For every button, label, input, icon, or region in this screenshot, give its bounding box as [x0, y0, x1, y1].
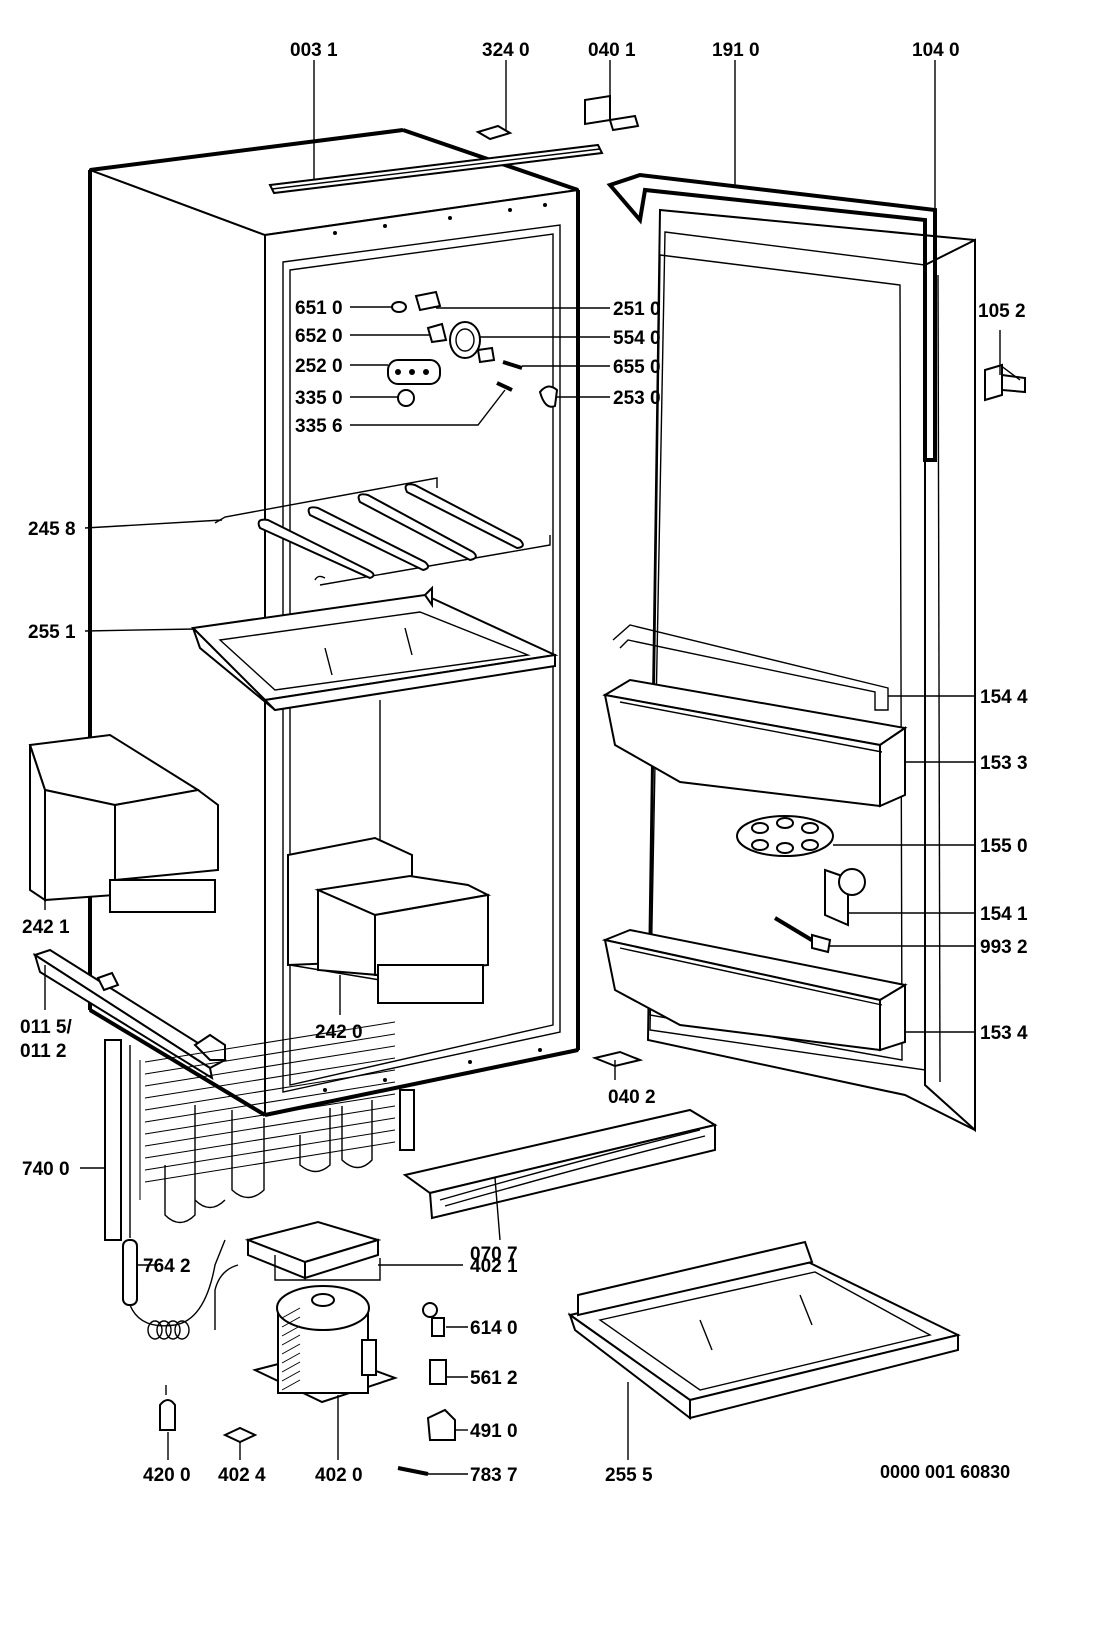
label-764-2: 764 2 — [143, 1256, 191, 1277]
condenser-fin — [144, 1093, 396, 1135]
condenser-fin — [144, 1033, 396, 1075]
glass-shelf-lower — [567, 1240, 961, 1421]
part-labels: 003 1 324 0 040 1 191 0 104 0 651 0 652 … — [20, 40, 1028, 1486]
label-252-0: 252 0 — [295, 356, 343, 377]
label-402-0: 402 0 — [315, 1465, 363, 1486]
compressor-hatch — [281, 1325, 301, 1337]
capillary-coil-loop — [165, 1320, 181, 1340]
top-rail-part — [268, 143, 604, 195]
label-155-0: 155 0 — [980, 836, 1028, 857]
leader-lines — [44, 60, 1021, 1475]
compressor-hatch — [281, 1307, 301, 1319]
label-255-1: 255 1 — [28, 622, 76, 643]
label-402-1: 402 1 — [470, 1256, 518, 1277]
crisper-drawer-left — [28, 733, 219, 913]
clip-part — [475, 124, 513, 141]
label-554-0: 554 0 — [613, 328, 661, 349]
label-251-0: 251 0 — [613, 299, 661, 320]
label-070-7: 070 7 — [470, 1244, 518, 1265]
label-242-1: 242 1 — [22, 917, 70, 938]
compressor-hatch — [281, 1334, 301, 1346]
label-652-0: 652 0 — [295, 326, 343, 347]
label-420-0: 420 0 — [143, 1465, 191, 1486]
condenser-fin — [144, 1021, 396, 1063]
condenser-grid — [104, 1021, 415, 1241]
capillary-dryer — [122, 1045, 226, 1340]
drawing-number: 0000 001 60830 — [880, 1462, 1010, 1482]
label-253-0: 253 0 — [613, 388, 661, 409]
door-assembly — [601, 172, 1026, 1133]
label-335-6: 335 6 — [295, 416, 343, 437]
condenser-fin — [144, 1117, 396, 1159]
label-104-0: 104 0 — [912, 40, 960, 61]
evaporator-coil — [214, 477, 551, 586]
label-655-0: 655 0 — [613, 357, 661, 378]
thermostat-controls — [387, 290, 559, 408]
label-614-0: 614 0 — [470, 1318, 518, 1339]
condenser-fin — [144, 1045, 396, 1087]
compressor-hatch — [281, 1370, 301, 1382]
label-003-1: 003 1 — [290, 40, 338, 61]
label-040-2: 040 2 — [608, 1087, 656, 1108]
compressor-hatch — [281, 1316, 301, 1328]
capillary-coil-loop — [147, 1320, 163, 1340]
compressor — [214, 1264, 399, 1404]
condenser-fin — [144, 1069, 396, 1111]
base-rail-part — [32, 948, 227, 1081]
capillary-coil-loop — [174, 1320, 190, 1340]
condenser-fin — [144, 1141, 396, 1183]
label-191-0: 191 0 — [712, 40, 760, 61]
crisper-drawer-inner — [287, 836, 492, 1004]
air-baffle — [402, 1108, 718, 1220]
condenser-fin — [144, 1129, 396, 1171]
loose-small-parts — [159, 1050, 644, 1476]
condenser-fin — [144, 1105, 396, 1147]
label-783-7: 783 7 — [470, 1465, 518, 1486]
label-491-0: 491 0 — [470, 1421, 518, 1442]
label-402-4: 402 4 — [218, 1465, 266, 1486]
egg-cup — [801, 822, 819, 834]
compressor-hatch — [281, 1379, 301, 1391]
condenser-fin — [144, 1057, 396, 1099]
label-011-5: 011 5/ — [20, 1017, 72, 1038]
egg-cup — [751, 839, 769, 851]
top-hinge-bracket — [584, 94, 640, 132]
compressor-hatch — [281, 1361, 301, 1373]
label-255-5: 255 5 — [605, 1465, 653, 1486]
label-324-0: 324 0 — [482, 40, 530, 61]
label-651-0: 651 0 — [295, 298, 343, 319]
label-040-1: 040 1 — [588, 40, 636, 61]
condenser-fin — [144, 1081, 396, 1123]
label-153-3: 153 3 — [980, 753, 1028, 774]
label-154-4: 154 4 — [980, 687, 1028, 708]
egg-cup — [776, 842, 794, 854]
label-154-1: 154 1 — [980, 904, 1028, 925]
label-105-2: 105 2 — [978, 301, 1026, 322]
egg-cup — [776, 817, 794, 829]
label-561-2: 561 2 — [470, 1368, 518, 1389]
compressor-hatch — [281, 1343, 301, 1355]
compressor-tray — [244, 1220, 382, 1281]
label-153-4: 153 4 — [980, 1023, 1028, 1044]
label-740-0: 740 0 — [22, 1159, 70, 1180]
compressor-hatch — [281, 1352, 301, 1364]
label-335-0: 335 0 — [295, 388, 343, 409]
glass-shelf-upper — [190, 585, 559, 712]
egg-cup — [751, 822, 769, 834]
egg-cup — [801, 839, 819, 851]
label-245-8: 245 8 — [28, 519, 76, 540]
label-011-2: 011 2 — [20, 1041, 67, 1062]
label-993-2: 993 2 — [980, 937, 1028, 958]
label-242-0: 242 0 — [315, 1022, 363, 1043]
capillary-coil-loop — [156, 1320, 172, 1340]
